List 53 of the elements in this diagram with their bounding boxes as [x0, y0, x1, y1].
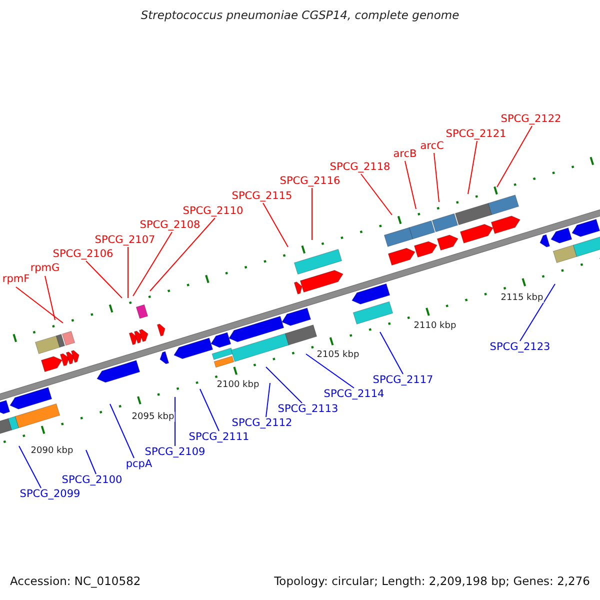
leader-line: [520, 284, 556, 342]
leader-line: [110, 404, 134, 458]
gene-label: SPCG_2114: [324, 388, 384, 400]
gene-label: arcB: [393, 148, 417, 160]
scale-label: 2115 kbp: [500, 292, 544, 304]
gene-label: SPCG_2117: [372, 374, 434, 386]
leader-line: [16, 286, 64, 324]
gene-label: SPCG_2111: [188, 430, 250, 444]
gene-label: SPCG_2107: [94, 234, 156, 246]
leader-line: [496, 126, 532, 188]
gene-label: SPCG_2123: [490, 340, 550, 354]
map-title: Streptococcus pneumoniae CGSP14, complete genome: [140, 9, 460, 22]
leader-line: [468, 140, 478, 194]
gene-label: SPCG_2115: [232, 190, 292, 202]
leader-line: [132, 232, 172, 296]
gene-label: SPCG_2112: [232, 416, 292, 430]
gene-label: arcC: [420, 140, 444, 152]
leader-line: [434, 152, 440, 202]
gene-label: SPCG_2108: [140, 218, 200, 232]
scale-label: 2090 kbp: [30, 446, 74, 456]
gene-label: SPCG_2099: [20, 488, 80, 500]
leader-line: [266, 366, 302, 404]
leader-line: [18, 446, 42, 488]
leader-line: [174, 396, 176, 446]
gene-label: rpmF: [2, 272, 30, 286]
leader-line: [306, 354, 354, 388]
leader-line: [44, 276, 56, 320]
leader-line: [86, 450, 96, 474]
gene-label: SPCG_2100: [62, 474, 122, 486]
scale-label: 2100 kbp: [216, 380, 260, 390]
gene-label: SPCG_2113: [278, 402, 338, 416]
leader-line: [266, 382, 270, 418]
gene-label: pcpA: [126, 458, 152, 470]
leader-line: [360, 174, 392, 216]
gene-label: SPCG_2122: [500, 112, 562, 126]
scale-label: 2105 kbp: [316, 350, 360, 360]
gene-label: SPCG_2109: [144, 446, 206, 458]
leader-line: [404, 160, 416, 210]
gene-label: SPCG_2118: [330, 160, 390, 174]
leader-line: [262, 202, 288, 248]
gene-label: SPCG_2106: [52, 248, 114, 260]
gene-label: SPCG_2121: [446, 128, 506, 140]
leader-line: [86, 260, 122, 298]
accession-text: Accession: NC_010582: [10, 575, 141, 588]
leader-line: [150, 218, 216, 292]
leader-line: [200, 388, 220, 432]
gene-label: rpmG: [30, 262, 60, 274]
scale-label: 2095 kbp: [130, 412, 176, 422]
gene-label: SPCG_2110: [182, 204, 244, 218]
genome-info-text: Topology: circular; Length: 2,209,198 bp; Genes: 2,276: [274, 575, 590, 588]
scale-label: 2110 kbp: [412, 320, 458, 332]
leader-line: [380, 332, 404, 374]
gene-label: SPCG_2116: [280, 174, 340, 188]
